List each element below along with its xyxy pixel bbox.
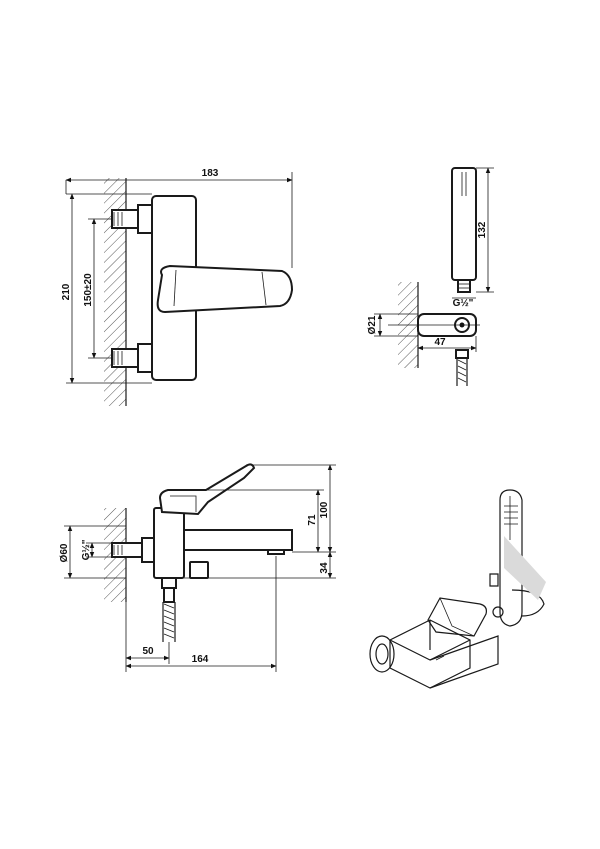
upper-connector bbox=[111, 204, 153, 234]
dim-183: 183 bbox=[202, 168, 219, 179]
dim-164: 164 bbox=[192, 654, 209, 665]
dim-o60: Ø60 bbox=[59, 543, 70, 562]
shower-view: 132 G½" Ø21 47 bbox=[367, 167, 494, 386]
dim-210: 210 bbox=[61, 283, 72, 300]
iso-flange bbox=[369, 635, 395, 673]
lever-side bbox=[158, 463, 256, 516]
dim-132: 132 bbox=[477, 221, 488, 238]
dim-100: 100 bbox=[319, 501, 330, 518]
dim-o21: Ø21 bbox=[367, 315, 378, 334]
front-view: 183 210 150±20 bbox=[61, 168, 294, 406]
dim-50: 50 bbox=[142, 646, 154, 657]
spout bbox=[183, 529, 293, 551]
thread-label-top: G½" bbox=[453, 298, 474, 309]
iso-lever bbox=[427, 597, 487, 637]
side-view: 100 71 34 Ø60 G½" 50 164 bbox=[59, 463, 336, 672]
dim-71: 71 bbox=[307, 514, 318, 526]
dim-g12-side: G½" bbox=[81, 539, 92, 560]
hand-shower bbox=[451, 167, 477, 281]
isometric-view bbox=[369, 489, 546, 689]
iso-spout bbox=[429, 635, 499, 689]
lever bbox=[156, 264, 294, 314]
dim-34: 34 bbox=[319, 562, 330, 574]
dim-47: 47 bbox=[434, 337, 446, 348]
mixer-body-side bbox=[153, 507, 185, 579]
iso-hand-shower bbox=[499, 489, 523, 627]
lower-connector bbox=[111, 343, 153, 373]
dim-150-20: 150±20 bbox=[83, 273, 94, 307]
